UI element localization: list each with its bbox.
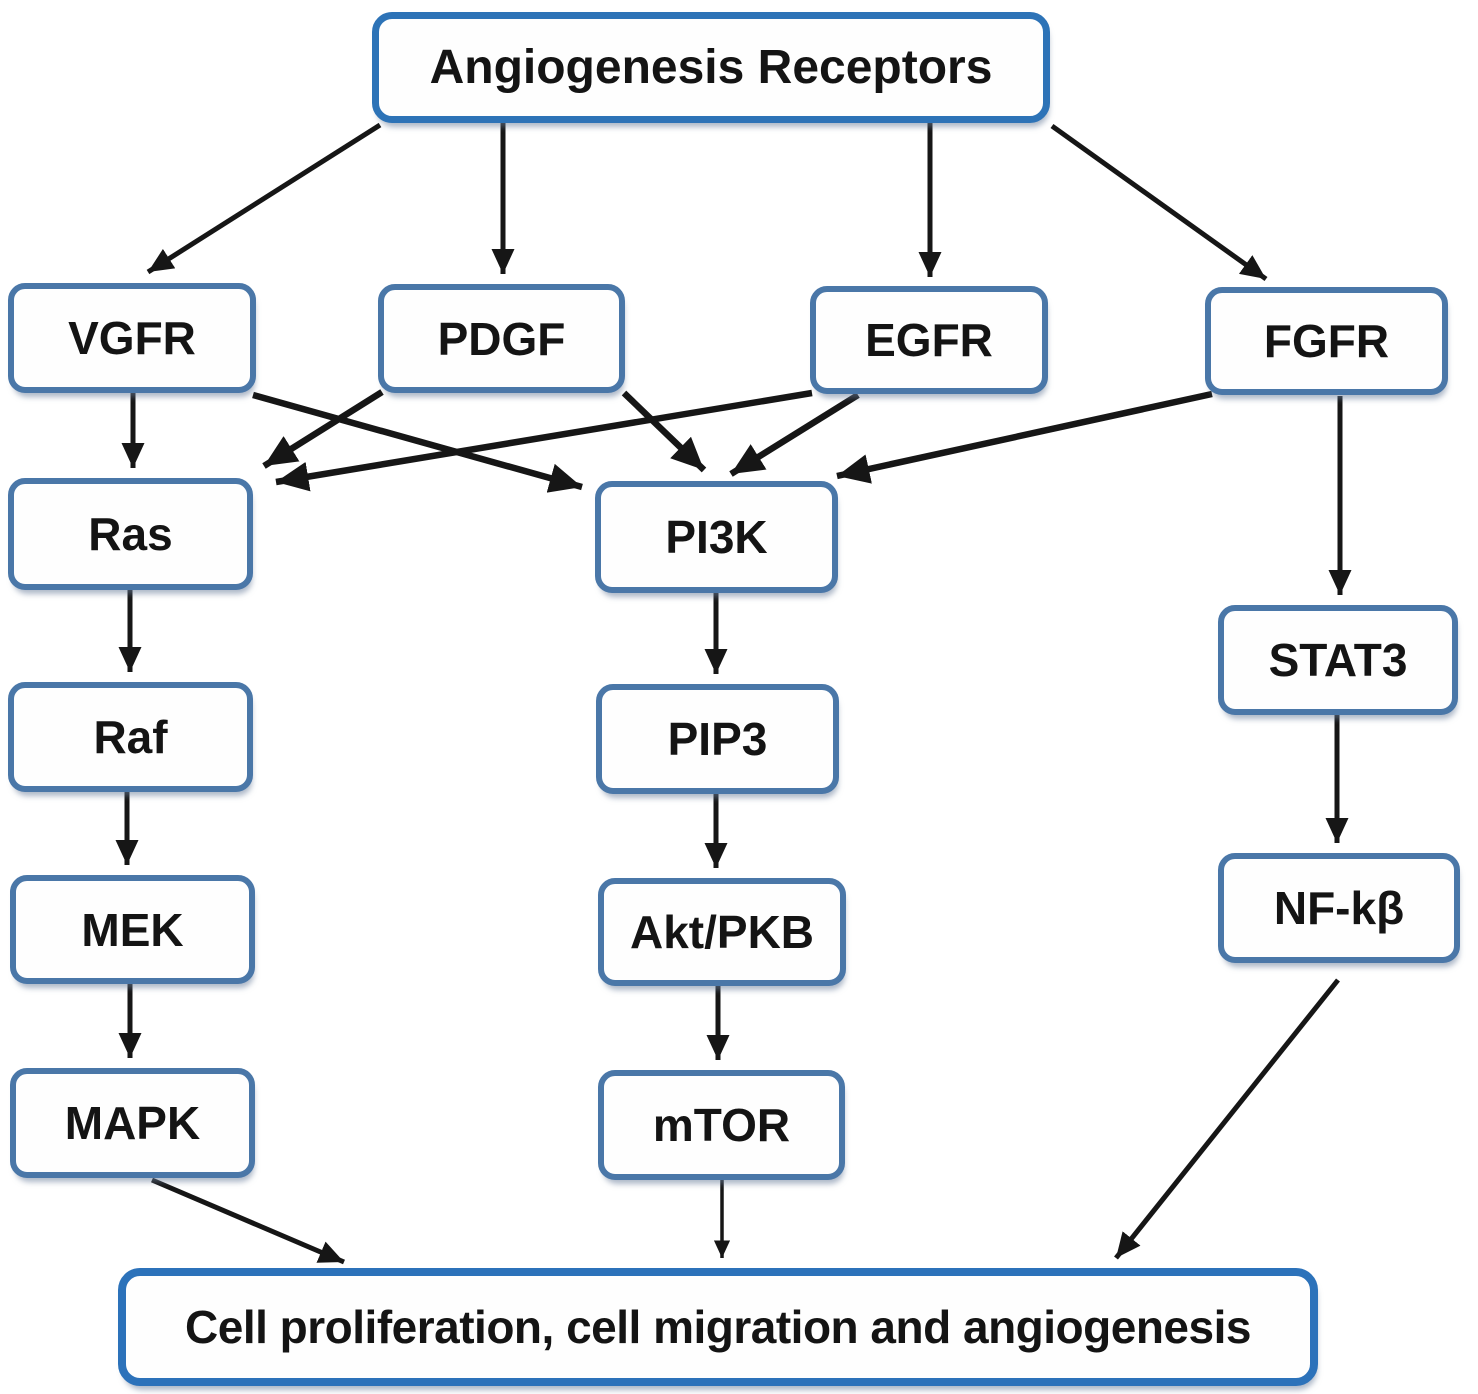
node-pip3: PIP3	[596, 684, 839, 794]
edge-egfr-to-pi3k	[729, 392, 860, 477]
edge-egfr-to-ras	[275, 389, 813, 492]
node-mapk: MAPK	[10, 1068, 255, 1178]
edge-receptors-to-vgfr	[146, 122, 382, 275]
node-akt-pkb: Akt/PKB	[598, 878, 846, 986]
edge-nfkb-to-outcome	[1114, 978, 1340, 1260]
node-stat3: STAT3	[1218, 605, 1458, 715]
node-vgfr: VGFR	[8, 283, 256, 393]
edge-mapk-to-outcome	[151, 1177, 345, 1265]
node-pdgf: PDGF	[378, 284, 625, 393]
edge-pdgf-to-pi3k	[621, 390, 707, 473]
edge-pdgf-to-ras	[262, 389, 384, 469]
node-outcome: Cell proliferation, cell migration and a…	[118, 1268, 1318, 1386]
node-nfkb: NF-kβ	[1218, 853, 1460, 963]
node-mek: MEK	[10, 875, 255, 984]
node-fgfr: FGFR	[1205, 287, 1448, 395]
node-raf: Raf	[8, 682, 253, 792]
edge-fgfr-to-pi3k	[836, 390, 1213, 484]
node-angiogenesis-receptors: Angiogenesis Receptors	[372, 12, 1050, 123]
edge-vgfr-to-pi3k	[252, 391, 583, 493]
node-ras: Ras	[8, 478, 253, 590]
node-mtor: mTOR	[598, 1070, 845, 1180]
node-egfr: EGFR	[810, 286, 1048, 394]
node-pi3k: PI3K	[595, 481, 838, 593]
edge-receptors-to-fgfr	[1050, 123, 1268, 282]
